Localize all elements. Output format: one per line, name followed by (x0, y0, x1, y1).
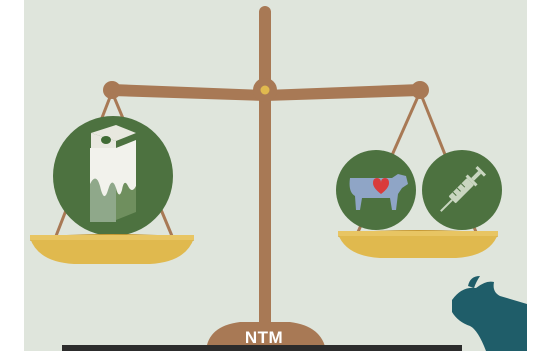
pivot-dot (261, 86, 270, 95)
scale-post (259, 6, 271, 336)
syringe-icon (422, 150, 502, 230)
cow-heart-icon (336, 150, 416, 230)
right-pan (338, 230, 498, 258)
left-pan (30, 234, 194, 264)
milk-carton-icon (53, 116, 173, 236)
base-label: NTM (232, 328, 296, 348)
